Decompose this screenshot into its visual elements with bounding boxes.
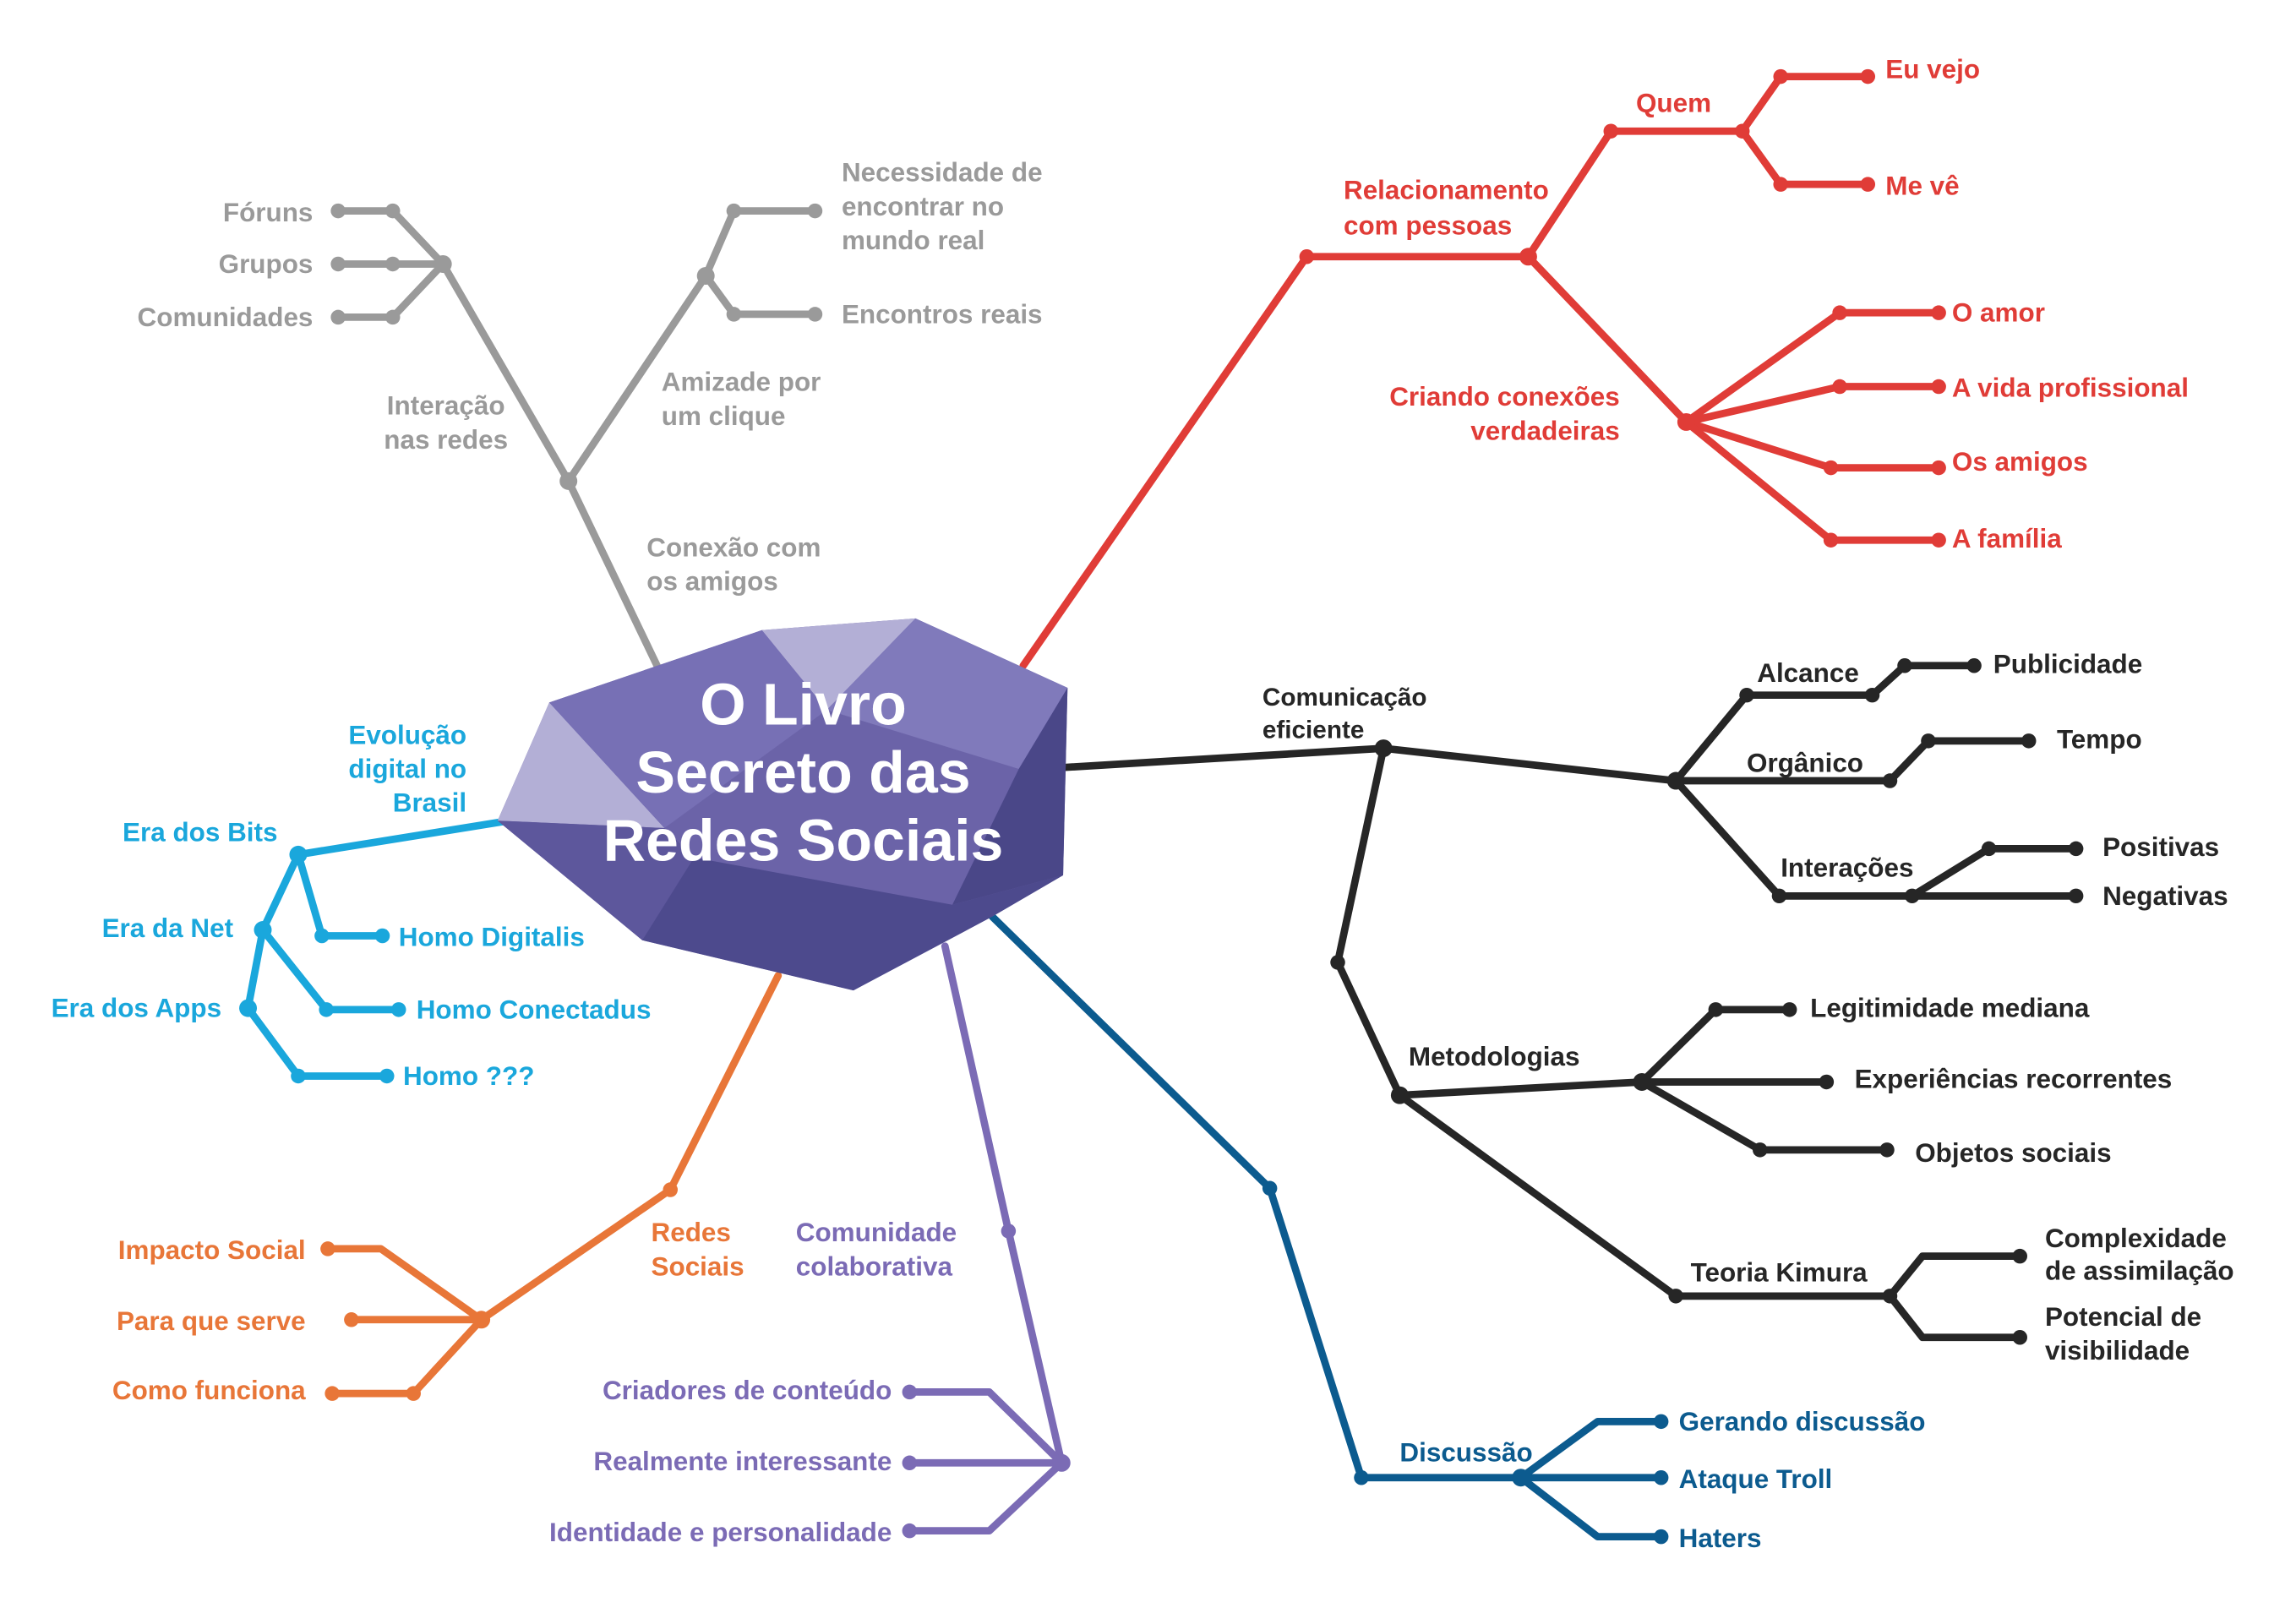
- label-evolucao-3: Brasil: [393, 788, 466, 818]
- label-potencial-2: visibilidade: [2045, 1336, 2190, 1365]
- blue-labels: Discussão Gerando discussão Ataque Troll…: [1399, 1407, 1925, 1553]
- label-conexao-2: os amigos: [646, 567, 777, 597]
- branch-discussao-dots: [1262, 1180, 1669, 1545]
- branch-interacao-dots: [330, 203, 823, 490]
- label-amor: O amor: [1952, 298, 2045, 328]
- branch-comunidade-dots: [902, 1224, 1071, 1539]
- label-quem: Quem: [1636, 89, 1711, 118]
- branch-evolucao-dots: [239, 845, 406, 1084]
- label-criando: Criando conexões: [1389, 382, 1620, 412]
- label-identidade: Identidade e personalidade: [549, 1518, 892, 1547]
- red-labels: Relacionamento com pessoas Quem Eu vejo …: [1344, 54, 2189, 553]
- label-experiencias: Experiências recorrentes: [1855, 1064, 2173, 1093]
- branch-redes-dots: [320, 1182, 678, 1401]
- label-me-ve: Me vê: [1885, 171, 1959, 200]
- purple-labels: Comunidade colaborativa Criadores de con…: [549, 1218, 957, 1547]
- branch-relacionamento-dots: [1299, 68, 1946, 548]
- label-kimura: Teoria Kimura: [1691, 1257, 1868, 1287]
- hub-title-line3: Redes Sociais: [603, 807, 1004, 873]
- label-organico: Orgânico: [1747, 749, 1863, 778]
- label-necessidade-2: encontrar no: [842, 192, 1004, 221]
- label-relacionamento: Relacionamento: [1344, 176, 1549, 205]
- label-potencial: Potencial de: [2045, 1302, 2201, 1332]
- label-grupos: Grupos: [219, 249, 314, 279]
- black-labels: Comunicação eficiente Alcance Publicidad…: [1263, 649, 2234, 1365]
- label-legitimidade: Legitimidade mediana: [1810, 994, 2090, 1023]
- branch-comunicacao-dots: [1330, 658, 2084, 1345]
- label-comunicacao: Comunicação: [1263, 684, 1427, 711]
- label-bits: Era dos Bits: [123, 818, 277, 848]
- label-complexidade: Complexidade: [2045, 1224, 2227, 1253]
- label-para-que: Para que serve: [117, 1306, 306, 1336]
- label-objetos: Objetos sociais: [1915, 1138, 2111, 1168]
- branch-redes: [324, 972, 783, 1398]
- label-evolucao-2: digital no: [348, 755, 466, 784]
- hub-title-line2: Secreto das: [635, 739, 970, 805]
- label-publicidade: Publicidade: [1993, 649, 2142, 679]
- label-homo-q: Homo ???: [403, 1061, 534, 1091]
- label-positivas: Positivas: [2102, 832, 2219, 862]
- label-metodologias: Metodologias: [1409, 1042, 1580, 1071]
- label-interacoes: Interações: [1781, 853, 1913, 883]
- label-encontros: Encontros reais: [842, 299, 1043, 329]
- label-redes-2: Sociais: [652, 1251, 744, 1281]
- label-criadores: Criadores de conteúdo: [603, 1376, 892, 1405]
- label-familia: A família: [1952, 524, 2062, 553]
- label-interessante: Realmente interessante: [593, 1447, 892, 1476]
- cyan-labels: Evolução digital no Brasil Era dos Bits …: [52, 720, 652, 1091]
- label-comunidade-2: colaborativa: [796, 1251, 953, 1281]
- label-troll: Ataque Troll: [1679, 1464, 1833, 1494]
- label-amigos: Os amigos: [1952, 447, 2088, 477]
- label-apps: Era dos Apps: [52, 994, 221, 1023]
- label-criando-2: verdadeiras: [1470, 416, 1620, 445]
- label-comunicacao-2: eficiente: [1263, 716, 1364, 744]
- label-necessidade-3: mundo real: [842, 226, 984, 255]
- label-redes: Redes: [652, 1218, 731, 1247]
- label-digitalis: Homo Digitalis: [399, 923, 585, 952]
- label-impacto: Impacto Social: [118, 1235, 306, 1265]
- label-comunidades: Comunidades: [138, 303, 314, 332]
- gray-labels: Fóruns Grupos Comunidades Interação nas …: [138, 158, 1043, 597]
- label-relacionamento-2: com pessoas: [1344, 211, 1512, 241]
- label-alcance: Alcance: [1757, 658, 1859, 688]
- branch-relacionamento: [1019, 73, 1943, 670]
- label-evolucao: Evolução: [348, 720, 466, 749]
- branch-discussao: [988, 913, 1666, 1541]
- label-conectadus: Homo Conectadus: [417, 995, 652, 1024]
- orange-labels: Redes Sociais Impacto Social Para que se…: [112, 1218, 744, 1405]
- label-net: Era da Net: [102, 913, 234, 943]
- label-gerando: Gerando discussão: [1679, 1407, 1926, 1436]
- label-amizade: Amizade por: [662, 368, 821, 397]
- hub-title-line1: O Livro: [700, 672, 907, 738]
- label-haters: Haters: [1679, 1523, 1762, 1553]
- label-negativas: Negativas: [2102, 881, 2228, 911]
- label-interacao-2: nas redes: [384, 425, 508, 455]
- central-hub: O Livro Secreto das Redes Sociais: [497, 618, 1068, 991]
- label-tempo: Tempo: [2057, 725, 2142, 755]
- label-vida: A vida profissional: [1952, 373, 2189, 403]
- label-eu-vejo: Eu vejo: [1885, 54, 1980, 84]
- label-conexao: Conexão com: [646, 532, 821, 562]
- label-discussao: Discussão: [1399, 1438, 1532, 1468]
- label-como: Como funciona: [112, 1376, 306, 1405]
- label-interacao: Interação: [387, 391, 505, 421]
- label-comunidade: Comunidade: [796, 1218, 957, 1247]
- label-complexidade-2: de assimilação: [2045, 1256, 2234, 1286]
- label-foruns: Fóruns: [223, 198, 314, 227]
- label-amizade-2: um clique: [662, 401, 786, 431]
- label-necessidade: Necessidade de: [842, 158, 1043, 188]
